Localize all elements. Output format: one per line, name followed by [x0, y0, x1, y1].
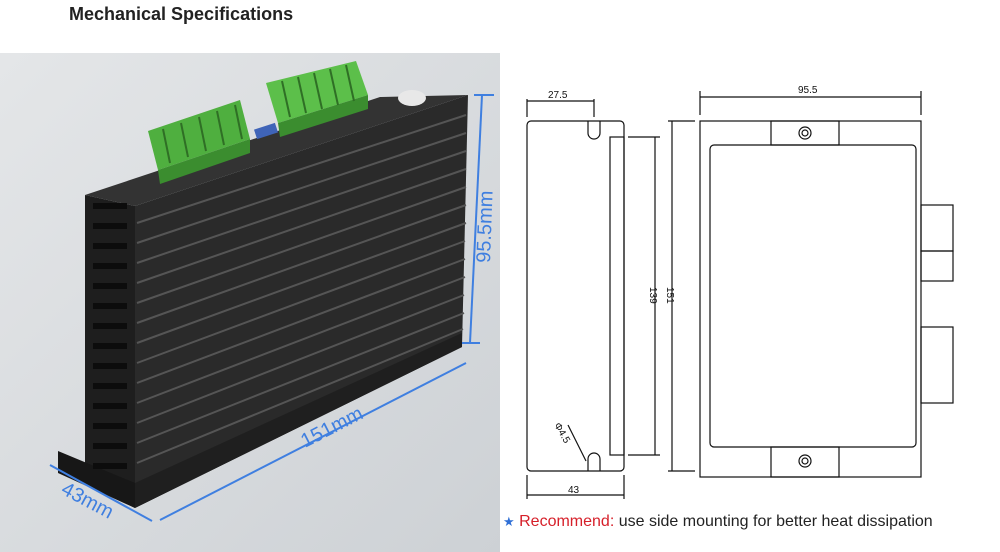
mounting-note: ★ Recommend: use side mounting for bette…	[503, 513, 933, 531]
side-view	[526, 99, 695, 499]
heatsink-fins	[136, 114, 467, 464]
dim-inner-height-label: 139	[647, 287, 658, 304]
label-sticker	[398, 90, 426, 106]
product-photo: 95.5mm 151mm 43mm	[0, 53, 500, 552]
product-photo-panel: 95.5mm 151mm 43mm	[0, 53, 500, 552]
dim-side-top-label: 27.5	[548, 90, 568, 101]
recommend-text: use side mounting for better heat dissip…	[614, 513, 933, 530]
recommend-keyword: Recommend:	[519, 513, 615, 530]
vent-slots	[93, 203, 127, 469]
driver-base-flange	[58, 451, 135, 508]
star-icon: ★	[503, 514, 515, 529]
dim-front-width-label: 95.5	[798, 85, 818, 96]
page-title: Mechanical Specifications	[69, 4, 294, 24]
dim-outer-height-label: 151	[664, 287, 675, 304]
terminal-block-left	[148, 100, 250, 184]
dim-height-label: 95.5mm	[473, 190, 498, 263]
driver-body-left	[85, 195, 135, 508]
dimension-lines	[49, 94, 494, 522]
dim-hole-label: Φ4.5	[551, 421, 572, 446]
driver-body-top	[85, 95, 468, 206]
technical-drawing: 27.5 43 139 151 Φ4.5 95.5	[526, 85, 954, 499]
front-view	[699, 91, 954, 478]
terminal-block-right	[266, 61, 368, 137]
dim-side-bottom-label: 43	[568, 485, 580, 496]
